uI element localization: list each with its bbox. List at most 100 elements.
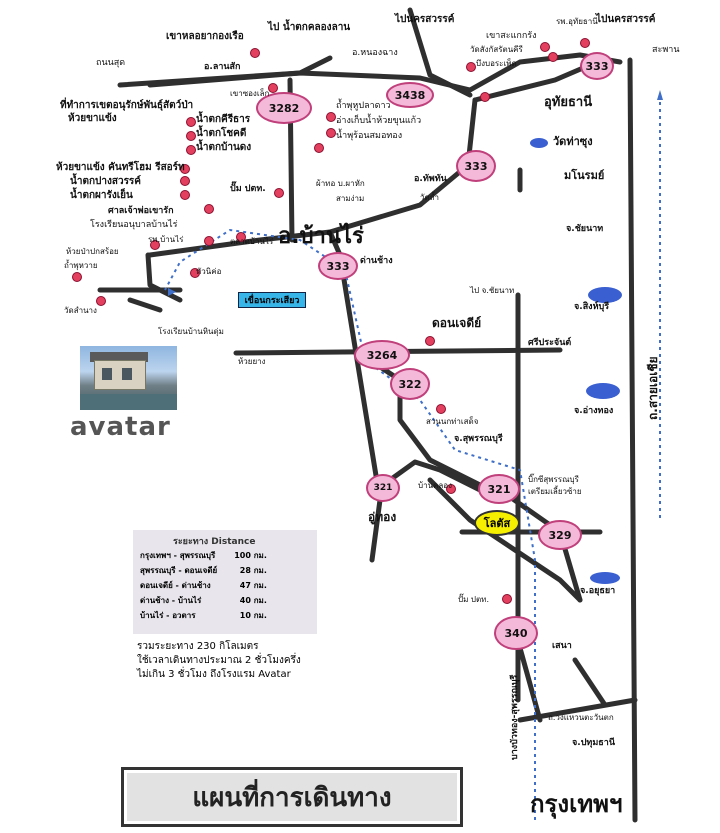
note-line: ใช้เวลาเดินทางประมาณ 2 ชั่วโมงครึ่ง (137, 655, 301, 666)
place-label: น้ำพุร้อนสมอทอง (336, 131, 403, 141)
place-label: น้ำตกคีรีธาร (196, 114, 251, 125)
poi-dot (180, 176, 190, 186)
place-label: ห้วยป่าปกสร้อย (66, 247, 119, 256)
place-label: วัดสังกัสรัตนคีรี (470, 45, 523, 54)
place-label: ห้วยยาง (238, 357, 266, 366)
place-label: เขาสะแกกรัง (486, 31, 537, 41)
photo-water (80, 394, 177, 410)
place-label: รพ.อุทัยธานี (556, 17, 598, 26)
poi-dot (326, 128, 336, 138)
place-label: ปั๊ม ปตท. (458, 595, 489, 604)
place-label: น้ำตกบ้านดง (196, 142, 252, 153)
place-label: ถนนสุด (96, 58, 126, 68)
route-shield-322: 322 (390, 368, 430, 400)
place-label: บึงบอระเพ็ด (476, 59, 517, 68)
place-label: อ.บ้านไร่ (278, 224, 364, 249)
poi-dot (250, 48, 260, 58)
place-label: น้ำตกปางสวรรค์ (70, 176, 141, 187)
place-label: ศาลเจ้าพ่อเขารัก (108, 206, 174, 216)
resort-photo (80, 346, 177, 410)
poi-dot (274, 188, 284, 198)
place-label: ถ้ำพุหูปลาดาว (336, 101, 391, 111)
photo-house (94, 360, 146, 390)
route-shield-333: 333 (318, 252, 358, 280)
place-label: จ.อยุธยา (580, 586, 616, 596)
poi-dot (425, 336, 435, 346)
place-label: จ.ปทุมธานี (572, 738, 615, 748)
place-label: อ.ทัพทัน (414, 174, 447, 184)
place-label: โรงเรียนบ้านหินดุ่ม (158, 327, 224, 336)
table-row: กรุงเทพฯ - สุพรรณบุรี100 กม. (140, 551, 267, 560)
avatar-logo-text: avatar (70, 412, 171, 442)
place-label: ไป น้ำตกคลองลาน (268, 22, 351, 33)
poi-dot (548, 52, 558, 62)
place-label: เสนา (552, 641, 572, 651)
poi-dot (268, 83, 278, 93)
route-shield-3282: 3282 (256, 92, 312, 124)
lake-marker (588, 287, 622, 303)
lotus-marker: โลตัส (474, 510, 520, 536)
note-line: รวมระยะทาง 230 กิโลเมตร (137, 641, 259, 652)
poi-dot (446, 484, 456, 494)
place-label: อ.หนองฉาง (352, 48, 398, 58)
place-label: ไปนครสวรรค์ (395, 14, 455, 25)
poi-dot (190, 268, 200, 278)
place-label: โรงเรียนอนุบาลบ้านไร่ (90, 220, 178, 230)
poi-dot (540, 42, 550, 52)
place-label: ห้วยขาแข้ง (68, 113, 117, 124)
place-label: จ.สุพรรณบุรี (454, 434, 503, 444)
poi-dot (204, 236, 214, 246)
place-label: บางบัวทอง-สุพรรณบุรี (510, 674, 520, 760)
place-label: ไป จ.ชัยนาท (470, 286, 515, 295)
note-line: ไม่เกิน 3 ชั่วโมง ถึงโรงแรม Avatar (137, 669, 291, 680)
poi-dot (236, 232, 246, 242)
poi-dot (180, 164, 190, 174)
place-label: เตรียมเลี้ยวซ้าย (528, 487, 582, 496)
place-label: จ.ชัยนาท (566, 224, 604, 234)
route-shield-333-north: 333 (456, 150, 496, 182)
place-label: น้ำตกผารังเย็น (70, 190, 133, 201)
photo-window (102, 368, 112, 380)
poi-dot (72, 272, 82, 282)
place-label: ถ้ำพุหวาย (64, 261, 98, 270)
place-label: ศรีประจันต์ (528, 338, 572, 348)
photo-window (122, 368, 132, 380)
poi-dot (580, 38, 590, 48)
poi-dot (150, 240, 160, 250)
place-label: เขาหลอยากองเรือ (166, 31, 244, 42)
place-label: ไปนครสวรรค์ (596, 14, 656, 25)
poi-dot (186, 145, 196, 155)
bangkok-label: กรุงเทพฯ (530, 790, 623, 818)
place-label: อ่างเก็บน้ำห้วยขุนแก้ว (336, 116, 422, 126)
place-label: ตลาดบ้านไร่ (230, 237, 274, 246)
place-label: ผ้าทอ บ.ผาหัก (316, 179, 365, 188)
distance-table: ระยะทาง Distance กรุงเทพฯ - สุพรรณบุรี10… (133, 530, 317, 634)
place-label: สะพาน (652, 45, 680, 55)
lake-marker (530, 138, 548, 148)
poi-dot (326, 112, 336, 122)
place-label: ห้วยขาแข้ง คันทรีโฮม รีสอร์ท (56, 162, 185, 173)
lake-marker (590, 572, 620, 584)
route-shield-333-east: 333 (580, 52, 614, 80)
poi-dot (186, 131, 196, 141)
place-label: สวนนกท่าเสด็จ (426, 417, 479, 426)
poi-dot (180, 190, 190, 200)
place-label: อ.ลานสัก (204, 62, 241, 72)
place-label: วัดถ้ำ (420, 193, 440, 202)
place-label: บ้านคลอง (418, 481, 453, 490)
route-shield-340: 340 (494, 616, 538, 650)
place-label: น้ำตกโชคดี (196, 128, 247, 139)
route-shield-3264: 3264 (354, 340, 410, 370)
poi-dot (96, 296, 106, 306)
lake-marker (586, 383, 620, 399)
map-title: แผนที่การเดินทาง (127, 773, 457, 821)
distance-rows: กรุงเทพฯ - สุพรรณบุรี100 กม. สุพรรณบุรี … (137, 548, 270, 623)
place-label: ดอนเจดีย์ (432, 316, 482, 330)
place-label: มโนรมย์ (564, 169, 605, 182)
dam-label-box: เขื่อนกระเสียว (238, 292, 306, 308)
photo-roof (90, 352, 148, 362)
place-label: ถ.วงแหวนตะวันตก (548, 713, 614, 722)
route-shield-321-west: 321 (366, 474, 400, 502)
